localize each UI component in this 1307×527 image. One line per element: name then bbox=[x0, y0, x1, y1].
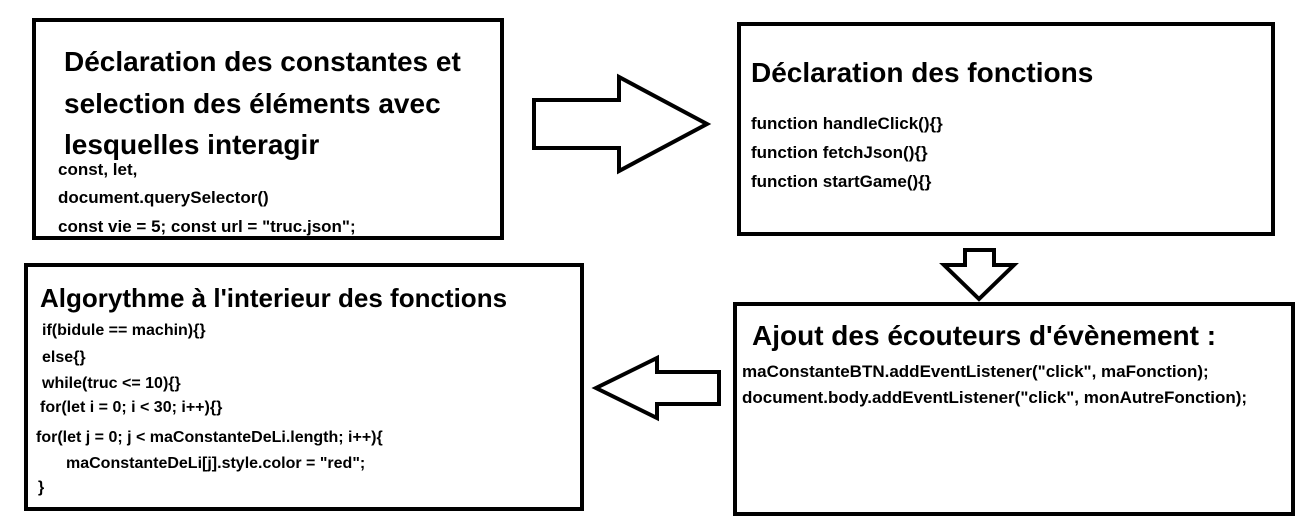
listeners-code-line-2: document.body.addEventListener("click", … bbox=[742, 388, 1248, 407]
functions-title: Déclaration des fonctions bbox=[751, 57, 1094, 88]
constants-code-line-2: document.querySelector() bbox=[58, 188, 269, 207]
listeners-code-line-1: maConstanteBTN.addEventListener("click",… bbox=[742, 362, 1209, 381]
algorithm-code-line-3: while(truc <= 10){} bbox=[42, 375, 181, 392]
algorithm-box: Algorythme à l'interieur des fonctions i… bbox=[24, 263, 584, 511]
algorithm-code-line-4: for(let i = 0; i < 30; i++){} bbox=[40, 399, 223, 416]
constants-title-line-1: Déclaration des constantes et bbox=[64, 46, 461, 77]
constants-title-line-3: lesquelles interagir bbox=[64, 129, 320, 160]
algorithm-title: Algorythme à l'interieur des fonctions bbox=[40, 283, 508, 313]
algorithm-code-line-2: else{} bbox=[42, 349, 86, 366]
event-listeners-box: Ajout des écouteurs d'évènement : maCons… bbox=[733, 302, 1295, 516]
constants-code-line-1: const, let, bbox=[58, 160, 138, 179]
algorithm-code-line-5: for(let j = 0; j < maConstanteDeLi.lengt… bbox=[36, 429, 383, 446]
algorithm-code-line-7: } bbox=[38, 479, 45, 496]
listeners-title: Ajout des écouteurs d'évènement : bbox=[752, 320, 1217, 351]
algorithm-code-line-1: if(bidule == machin){} bbox=[42, 322, 206, 339]
functions-code-line-2: function fetchJson(){} bbox=[751, 143, 928, 162]
constants-title-line-2: selection des éléments avec bbox=[64, 88, 441, 119]
constants-declaration-box: Déclaration des constantes et selection … bbox=[32, 18, 504, 240]
functions-code-line-3: function startGame(){} bbox=[751, 172, 932, 191]
algorithm-code-line-6: maConstanteDeLi[j].style.color = "red"; bbox=[66, 455, 366, 472]
functions-code-line-1: function handleClick(){} bbox=[751, 114, 943, 133]
functions-declaration-box: Déclaration des fonctions function handl… bbox=[737, 22, 1275, 236]
constants-code-line-3: const vie = 5; const url = "truc.json"; bbox=[58, 217, 356, 236]
